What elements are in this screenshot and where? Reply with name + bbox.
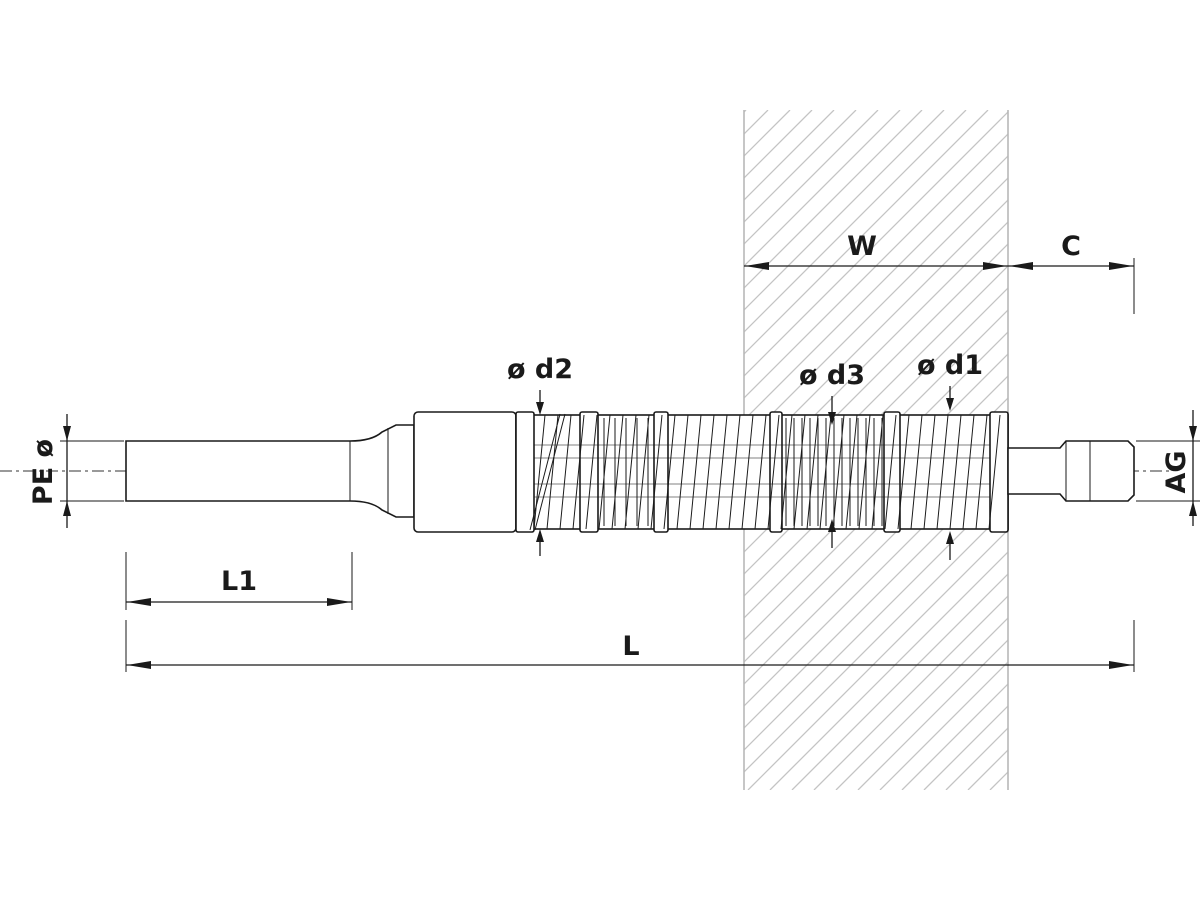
label-d1: ø d1 [917,350,983,381]
label-d3: ø d3 [799,360,865,391]
corrugated-tube [515,411,1009,533]
label-d2: ø d2 [507,354,573,385]
dim-l: L [125,620,1135,672]
label-l1: L1 [221,566,257,597]
label-w: W [847,231,877,262]
dim-l1: L1 [125,552,353,610]
dim-d1: ø d1 [917,350,983,560]
cut-line [529,413,561,531]
dim-ag: AG [1136,410,1200,526]
label-ag: AG [1161,450,1192,493]
dim-d2: ø d2 [507,354,573,556]
dim-d3: ø d3 [799,360,865,548]
coupling-sleeve [413,411,517,533]
threaded-end [1007,440,1135,502]
pe-pipe [125,424,415,518]
label-l: L [622,631,639,662]
dim-w: W [744,231,1008,270]
dim-c: C [1008,231,1135,314]
dim-pe-diameter: PE ø [28,414,124,528]
label-pe-diameter: PE ø [28,439,59,505]
label-c: C [1061,231,1081,262]
